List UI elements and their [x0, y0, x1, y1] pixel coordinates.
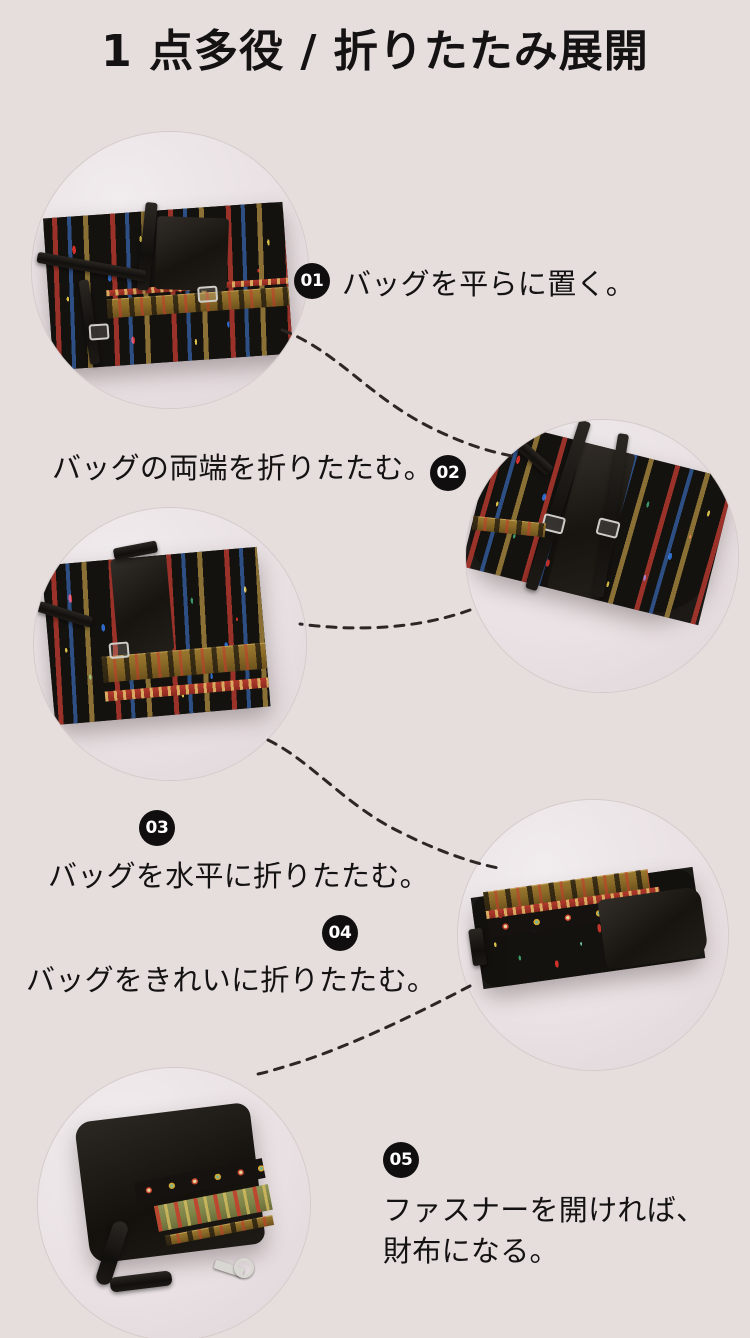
step-badge-04: 04 [322, 915, 358, 951]
step-caption-04: バッグをきれいに折りたたむ。 [26, 963, 437, 997]
step-caption-05: ファスナーを開ければ、 財布になる。 [383, 1193, 706, 1269]
step-photo-5 [38, 1068, 310, 1338]
step-badge-03: 03 [139, 810, 175, 846]
bag-illustration-neat-bundle [458, 800, 728, 1070]
page-title: 1 点多役 / 折りたたみ展開 [101, 26, 649, 77]
step-badge-05: 05 [383, 1142, 419, 1178]
step-badge-01: 01 [294, 263, 330, 299]
step-photo-3 [34, 508, 306, 780]
bag-illustration-wallet [38, 1068, 310, 1338]
step-photo-2 [466, 420, 738, 692]
step-photo-4 [458, 800, 728, 1070]
step-caption-03: バッグを水平に折りたたむ。 [48, 859, 429, 893]
step-badge-02: 02 [430, 455, 466, 491]
bag-illustration-flat [32, 132, 308, 408]
step-caption-02: バッグの両端を折りたたむ。 [52, 451, 433, 485]
connector-2-3 [298, 608, 472, 630]
step-photo-1 [32, 132, 308, 408]
bag-illustration-horizontal-fold [34, 508, 306, 780]
step-caption-01: バッグを平らに置く。 [342, 267, 636, 301]
bag-illustration-ends-folded [466, 420, 738, 692]
